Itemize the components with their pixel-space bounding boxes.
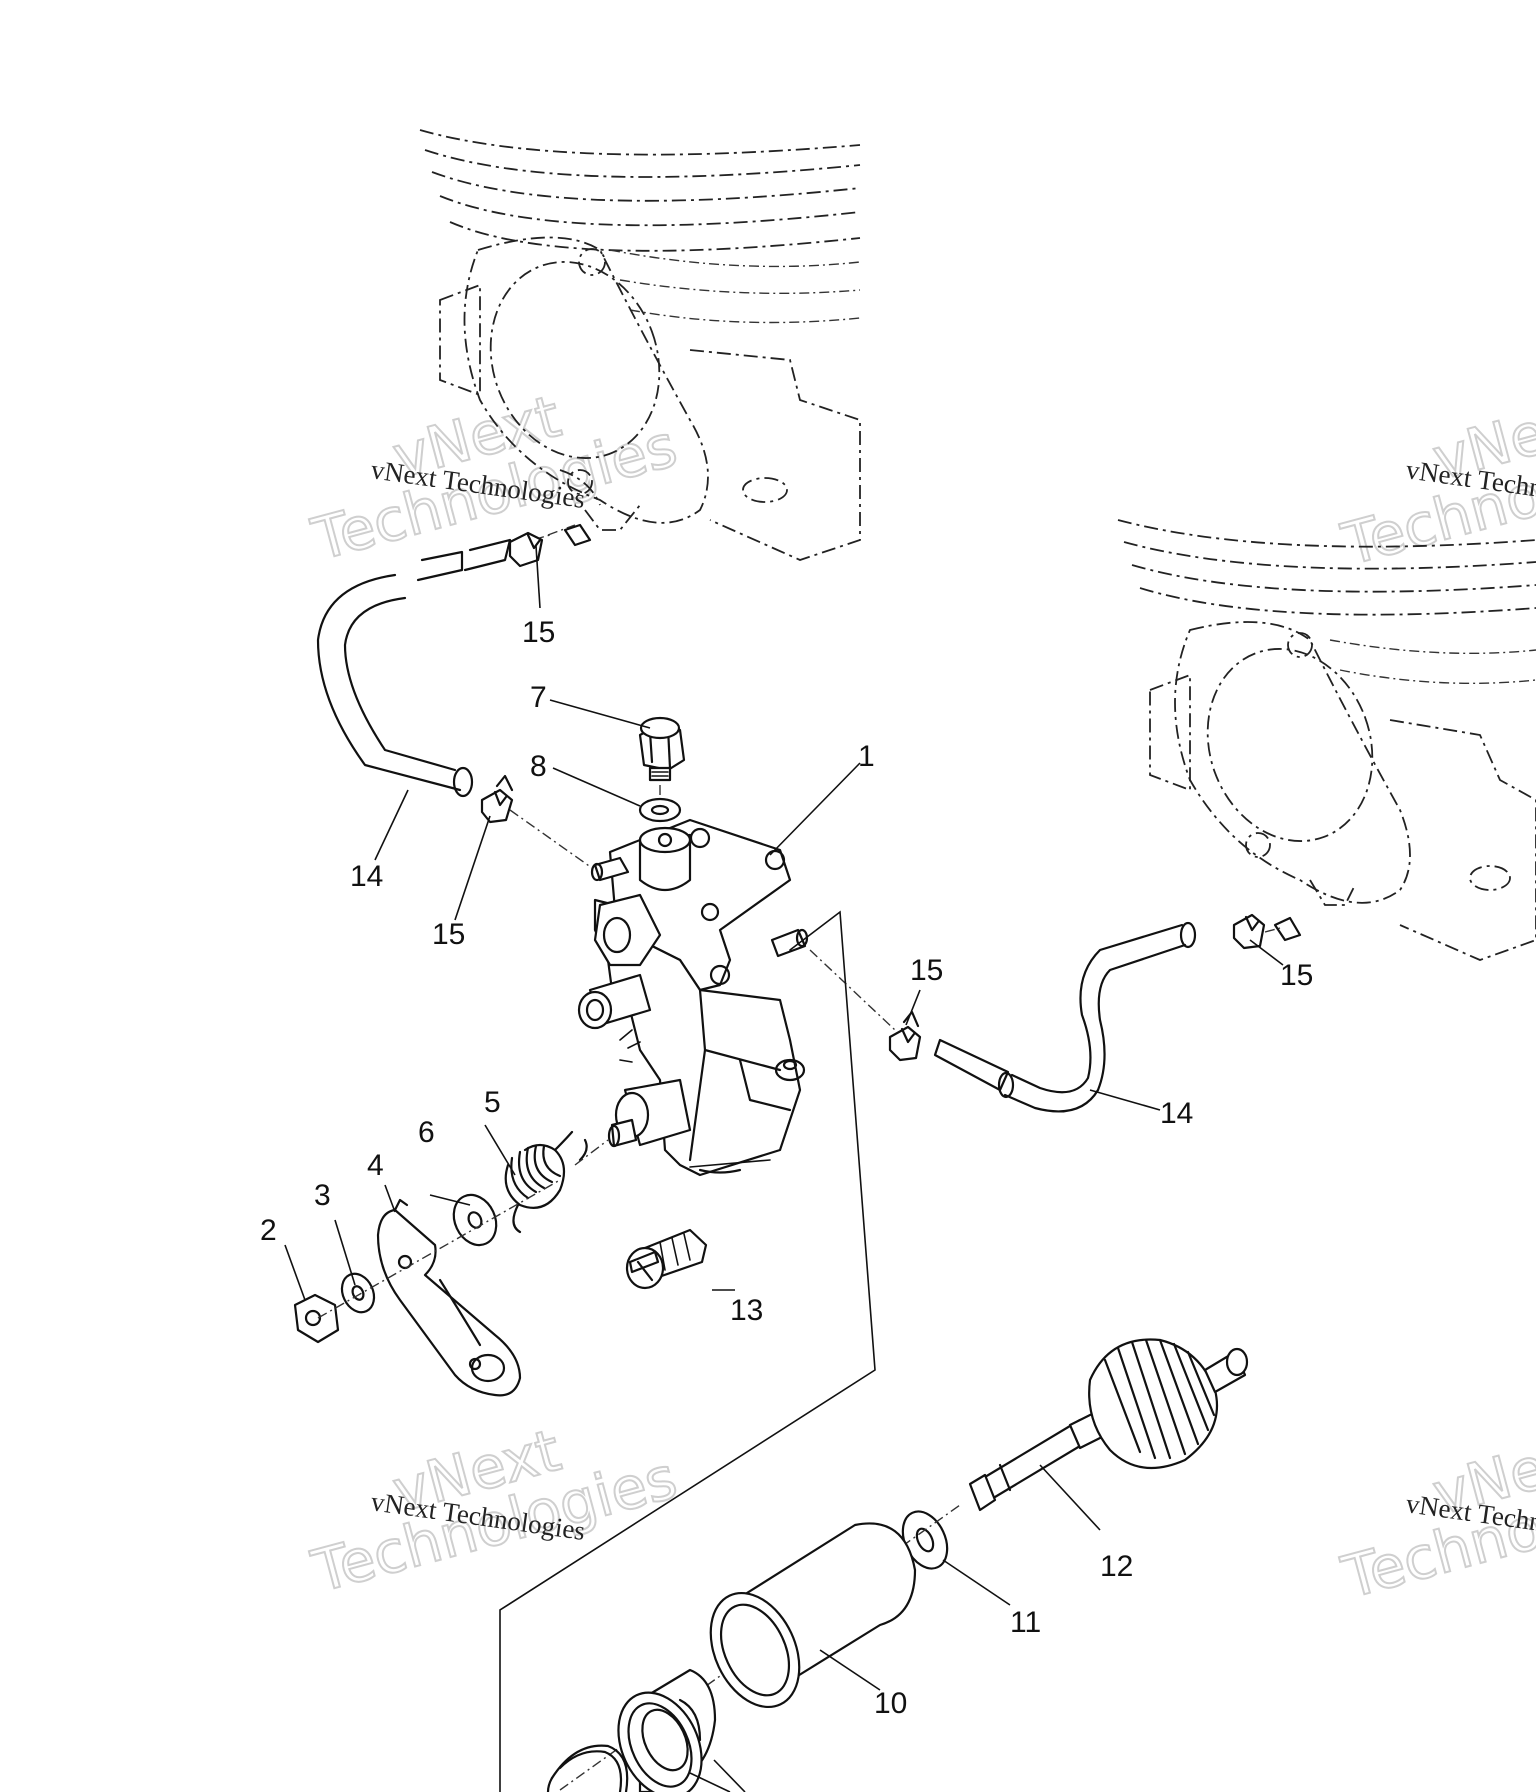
plain-washer bbox=[452, 1193, 498, 1247]
drive-shaft bbox=[968, 1338, 1249, 1512]
banjo-bolt bbox=[638, 716, 686, 822]
engine-cylinder-right bbox=[1117, 519, 1536, 961]
callout-6: 6 bbox=[418, 1116, 435, 1149]
shaft-sleeve bbox=[709, 1522, 917, 1709]
watermark-group-3: vNext Technologies vNext Technologies bbox=[304, 1415, 684, 1607]
callout-3: 3 bbox=[314, 1179, 331, 1212]
callout-15-right: 15 bbox=[1280, 959, 1313, 992]
callout-14-left: 14 bbox=[350, 860, 383, 893]
snap-ring bbox=[546, 1744, 629, 1792]
sealing-washer bbox=[638, 797, 682, 823]
callout-4: 4 bbox=[367, 1149, 384, 1182]
hose-clamp-right bbox=[1232, 913, 1302, 950]
callout-8: 8 bbox=[530, 750, 547, 783]
hex-nut bbox=[293, 1293, 340, 1344]
oil-line-right bbox=[933, 921, 1197, 1113]
callout-5: 5 bbox=[484, 1086, 501, 1119]
callout-15-left: 15 bbox=[432, 918, 465, 951]
callout-14-right: 14 bbox=[1160, 1097, 1193, 1130]
callout-15-middle: 15 bbox=[910, 954, 943, 987]
callout-11: 11 bbox=[1010, 1606, 1041, 1639]
callout-13: 13 bbox=[730, 1294, 763, 1327]
thrust-washer bbox=[901, 1510, 949, 1570]
assembly-bracket bbox=[499, 910, 876, 1792]
oil-seal bbox=[617, 1668, 717, 1792]
callout-2: 2 bbox=[260, 1214, 277, 1247]
return-spring bbox=[504, 1130, 609, 1234]
oil-pump-body bbox=[509, 809, 896, 1177]
callout-12: 12 bbox=[1100, 1550, 1133, 1583]
hose-clamp-left bbox=[480, 774, 514, 824]
lock-washer bbox=[340, 1272, 376, 1314]
lever-centerline bbox=[317, 1179, 561, 1319]
callout-7: 7 bbox=[530, 681, 547, 714]
hose-clamp-middle bbox=[888, 1010, 922, 1062]
callout-1: 1 bbox=[858, 740, 875, 773]
hose-clamp-top bbox=[508, 523, 592, 568]
callout-labels: 1 2 3 4 5 6 7 8 10 11 12 13 14 14 15 15 … bbox=[260, 616, 1313, 1720]
callout-10: 10 bbox=[874, 1687, 907, 1720]
pump-control-lever bbox=[376, 1198, 522, 1397]
watermark-group-2: vNext Technologies vNext Technologies bbox=[1334, 383, 1536, 580]
mounting-screw bbox=[625, 1228, 708, 1290]
leader-lines bbox=[284, 545, 1284, 1792]
callout-15-top: 15 bbox=[522, 616, 555, 649]
engine-cylinder-left bbox=[419, 129, 861, 561]
watermark-group-4: vNext Technologies vNext Technologies bbox=[1334, 1418, 1536, 1613]
oil-line-left bbox=[316, 534, 551, 798]
